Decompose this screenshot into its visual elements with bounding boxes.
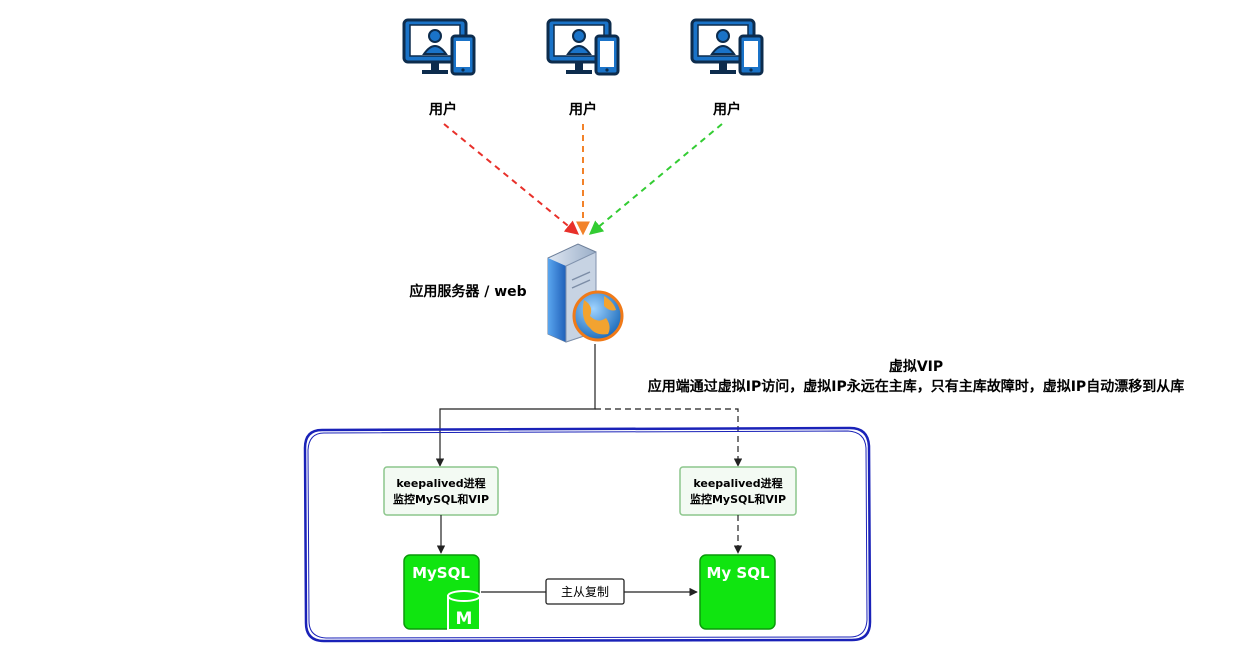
user-computer-icon — [546, 18, 620, 76]
user-label: 用户 — [429, 101, 457, 118]
keepalived-label-line1: keepalived进程 — [693, 476, 782, 490]
user-label: 用户 — [713, 101, 741, 118]
arrow-user1-to-server — [443, 123, 580, 235]
connector-server-to-primary — [435, 344, 596, 467]
user-2: 用户 — [546, 18, 620, 118]
replication-label-box: 主从复制 — [545, 578, 625, 605]
user-3: 用户 — [690, 18, 764, 118]
vip-description: 应用端通过虚拟IP访问，虚拟IP永远在主库，只有主库故障时，虚拟IP自动漂移到从… — [648, 378, 1184, 395]
mysql-slave-icon: My SQL — [699, 554, 776, 630]
connector-server-to-standby — [595, 408, 743, 467]
mysql-master-label: MySQL — [412, 564, 470, 582]
cluster-boundary — [303, 426, 872, 643]
user-computer-icon — [690, 18, 764, 76]
mysql-slave-label: My SQL — [706, 564, 769, 582]
keepalived-label-line2: 监控MySQL和VIP — [393, 492, 489, 506]
keepalived-primary: keepalived进程 监控MySQL和VIP — [383, 466, 499, 516]
server-label: 应用服务器 / web — [409, 283, 526, 300]
mysql-master-icon: MySQL M — [403, 554, 481, 631]
vip-title: 虚拟VIP — [889, 358, 943, 375]
keepalived-label-line1: keepalived进程 — [396, 476, 485, 490]
arrow-user3-to-server — [588, 123, 723, 235]
keepalived-standby: keepalived进程 监控MySQL和VIP — [679, 466, 797, 516]
user-computer-icon — [402, 18, 476, 76]
user-1: 用户 — [402, 18, 476, 118]
replication-label: 主从复制 — [561, 585, 609, 599]
keepalived-label-line2: 监控MySQL和VIP — [690, 492, 786, 506]
master-badge: M — [456, 609, 473, 629]
cluster-boundary-sketch — [307, 430, 868, 639]
app-server-icon — [547, 243, 624, 343]
user-label: 用户 — [569, 101, 597, 118]
